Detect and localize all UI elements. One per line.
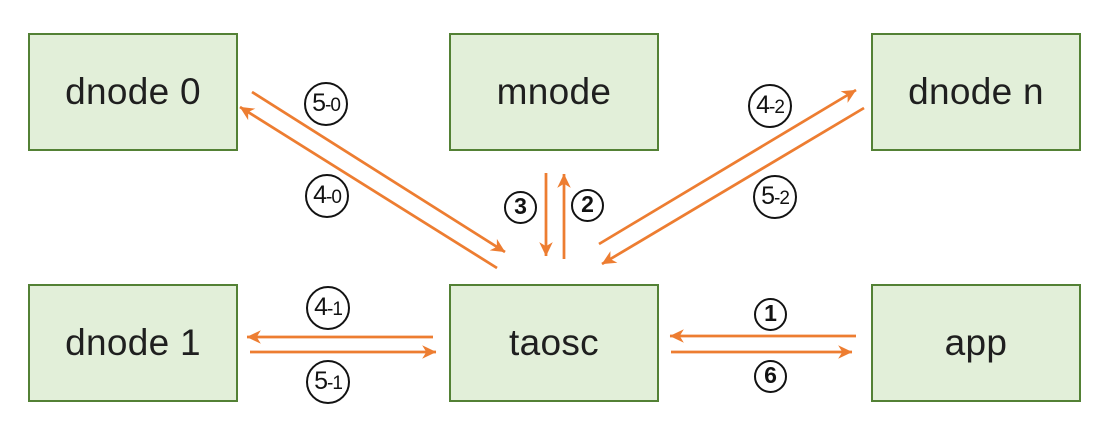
node-app: app [871, 284, 1081, 402]
node-taosc-label: taosc [509, 322, 599, 363]
edge-label-3: 3 [504, 191, 537, 224]
node-dnoden-label: dnode n [908, 71, 1044, 112]
node-dnode1: dnode 1 [28, 284, 238, 402]
edge-label-5-2: 5-2 [753, 175, 797, 219]
node-mnode-label: mnode [496, 71, 612, 112]
edge-label-5-1: 5-1 [306, 360, 350, 404]
edge-label-5-0: 5-0 [304, 82, 348, 126]
node-dnode0: dnode 0 [28, 33, 238, 151]
node-mnode: mnode [449, 33, 659, 151]
edge-label-2: 2 [571, 189, 604, 222]
edge-label-4-2: 4-2 [748, 84, 792, 128]
node-dnode0-label: dnode 0 [65, 71, 201, 112]
node-dnode1-label: dnode 1 [65, 322, 201, 363]
edge-label-6: 6 [754, 360, 787, 393]
edge-label-4-0: 4-0 [305, 174, 349, 218]
edge-label-1: 1 [754, 298, 787, 331]
node-app-label: app [944, 322, 1008, 363]
edge-label-4-1: 4-1 [306, 286, 350, 330]
node-dnoden: dnode n [871, 33, 1081, 151]
node-taosc: taosc [449, 284, 659, 402]
